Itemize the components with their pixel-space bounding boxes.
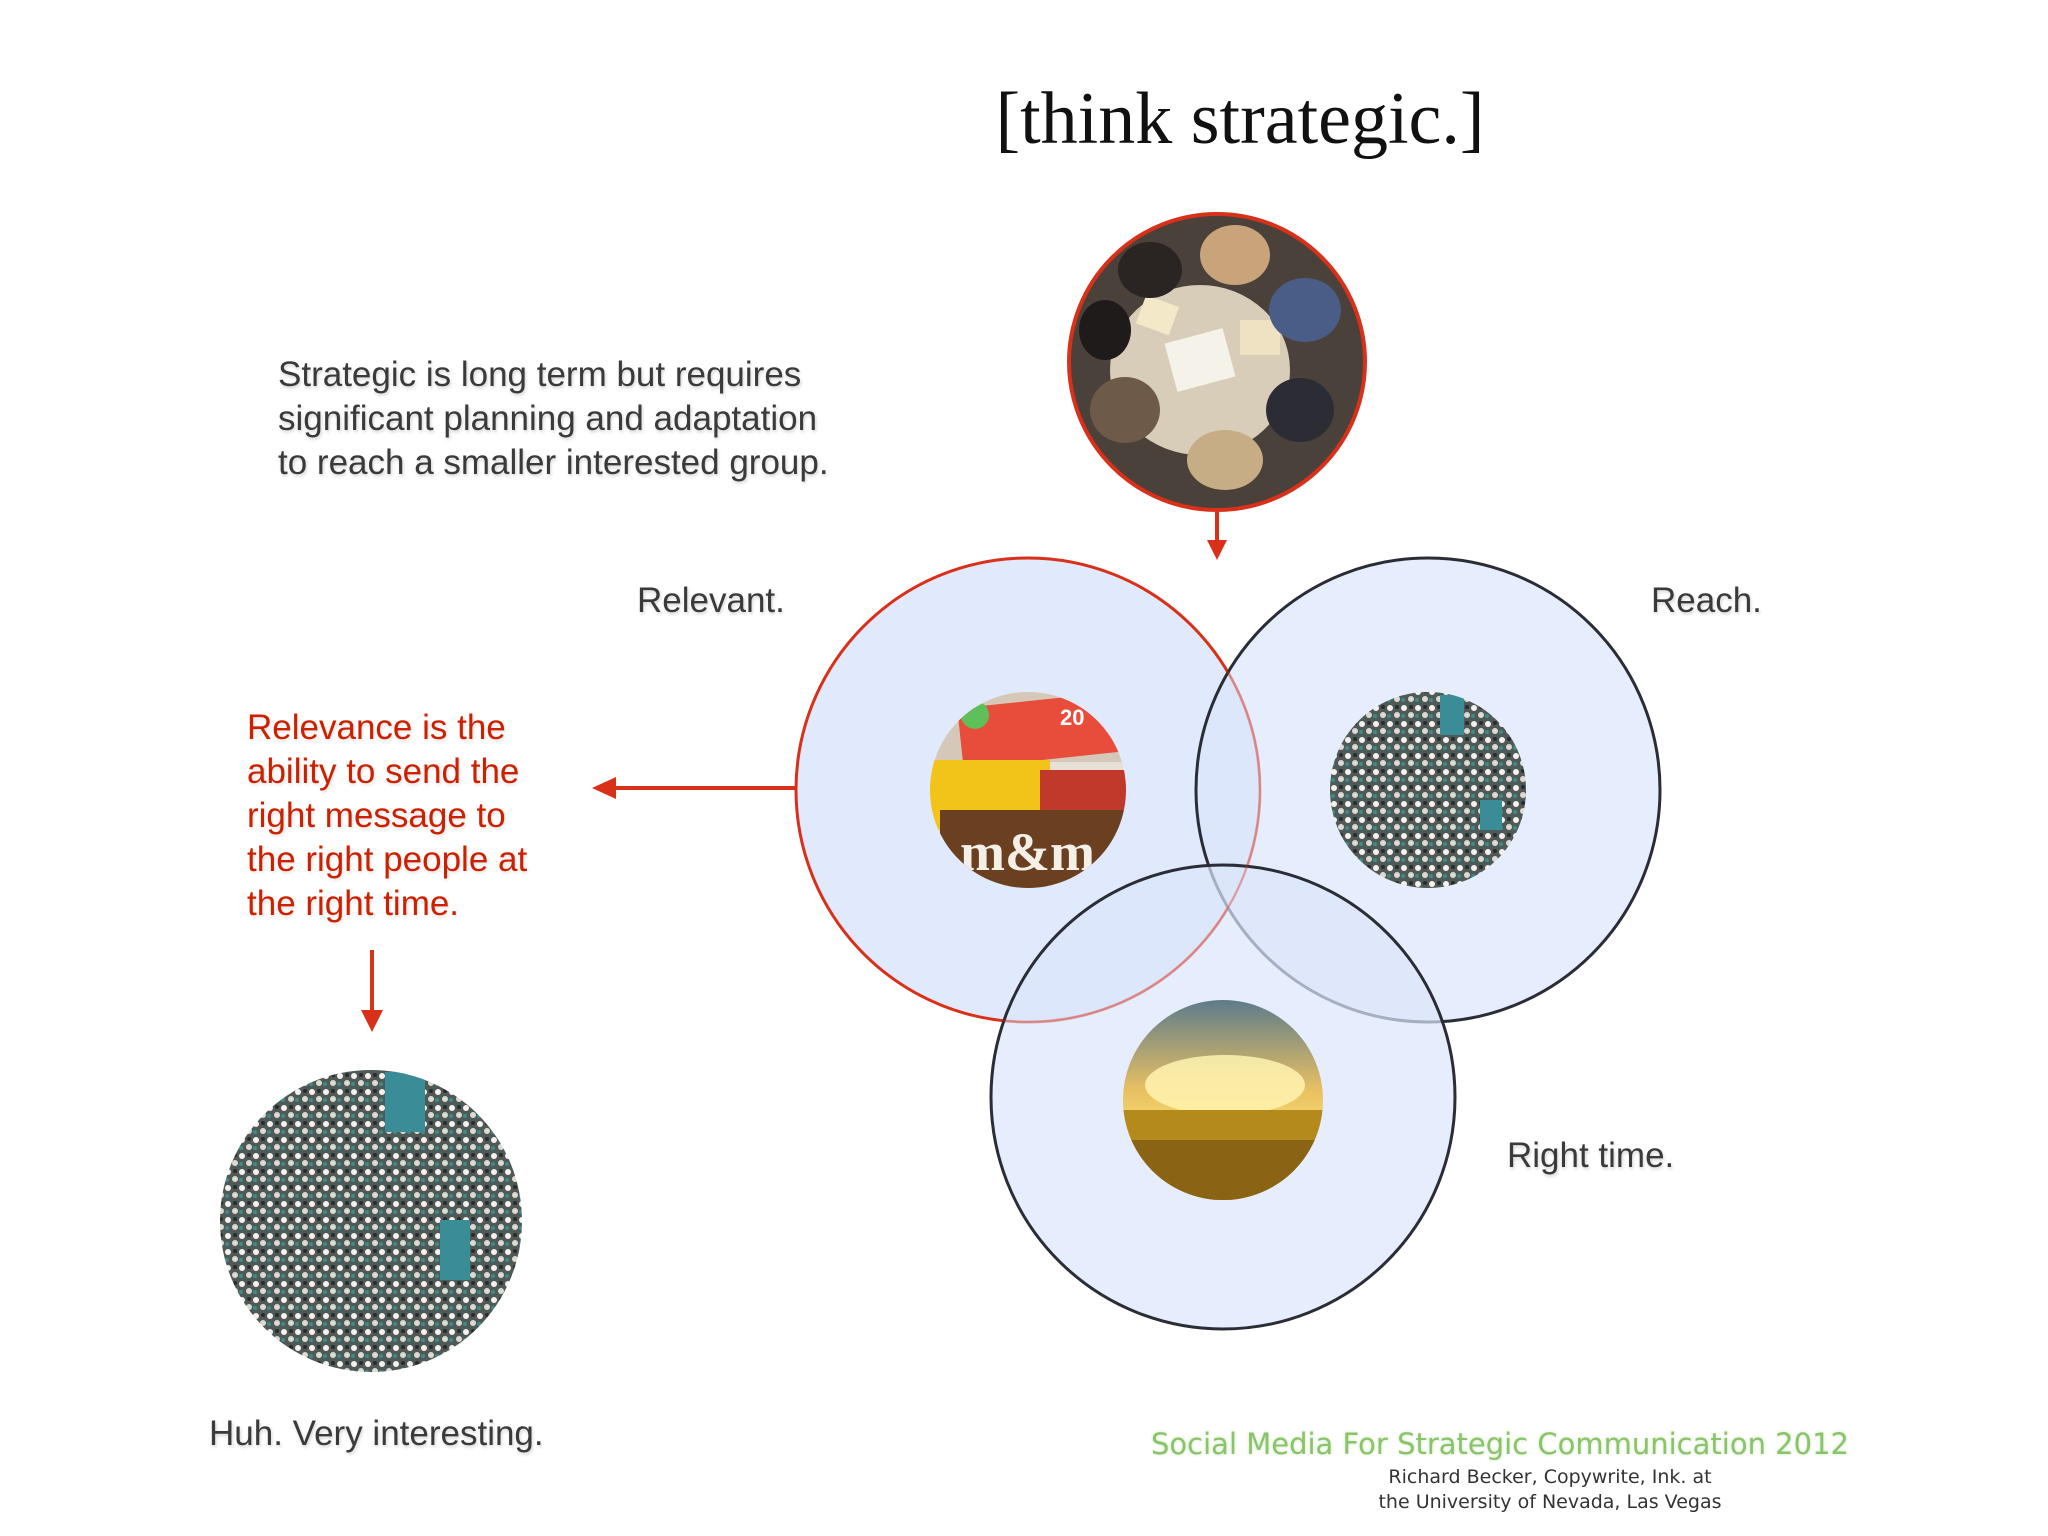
relevance-line: the right people at bbox=[247, 840, 528, 879]
relevance-line: Relevance is the bbox=[247, 708, 506, 747]
meeting-photo bbox=[1067, 212, 1367, 512]
label-relevant: Relevant. bbox=[637, 581, 785, 620]
footer-credit-line: the University of Nevada, Las Vegas bbox=[1378, 1491, 1722, 1513]
relevance-line: ability to send the bbox=[247, 752, 520, 791]
footer-credit: Richard Becker, Copywrite, Ink. at the U… bbox=[1250, 1465, 1850, 1515]
arrow-down-top bbox=[1207, 512, 1227, 560]
arrow-down-left bbox=[361, 950, 383, 1032]
svg-text:m&m: m&m bbox=[960, 822, 1095, 882]
svg-text:20: 20 bbox=[1060, 705, 1084, 730]
bottom-caption: Huh. Very interesting. bbox=[209, 1414, 544, 1453]
intro-text: Strategic is long term but requires sign… bbox=[278, 353, 878, 485]
intro-line: significant planning and adaptation bbox=[278, 399, 818, 438]
intro-line: Strategic is long term but requires bbox=[278, 355, 802, 394]
slide-title: [think strategic.] bbox=[995, 78, 1485, 160]
relevance-line: right message to bbox=[247, 796, 506, 835]
sunset-photo bbox=[1123, 1000, 1323, 1200]
crowd-photo-large bbox=[220, 1070, 522, 1372]
footer-title: Social Media For Strategic Communication… bbox=[1151, 1427, 1849, 1461]
intro-line: to reach a smaller interested group. bbox=[278, 443, 829, 482]
relevance-definition: Relevance is the ability to send the rig… bbox=[247, 706, 577, 926]
relevance-line: the right time. bbox=[247, 884, 460, 923]
footer-credit-line: Richard Becker, Copywrite, Ink. at bbox=[1388, 1466, 1712, 1488]
candy-photo: m&m 20 bbox=[930, 692, 1126, 888]
label-right-time: Right time. bbox=[1507, 1136, 1675, 1175]
arrow-left bbox=[592, 777, 796, 799]
crowd-photo bbox=[1330, 692, 1526, 888]
label-reach: Reach. bbox=[1651, 581, 1762, 620]
